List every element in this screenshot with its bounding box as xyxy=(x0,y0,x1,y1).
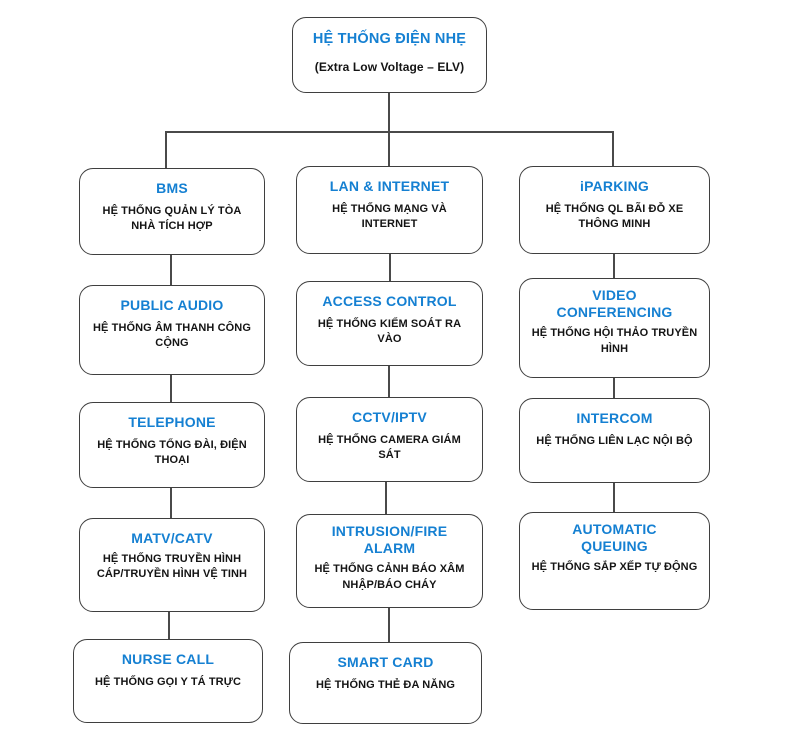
connector-line xyxy=(388,366,390,397)
connector-line xyxy=(613,378,615,398)
node-automatic-queuing-title: AUTOMATIC QUEUING xyxy=(572,521,657,555)
node-public-audio: PUBLIC AUDIO HỆ THỐNG ÂM THANH CÔNG CỘNG xyxy=(79,285,265,375)
node-automatic-queuing-subtitle: HỆ THỐNG SẮP XẾP TỰ ĐỘNG xyxy=(531,561,698,574)
node-video-conferencing-subtitle: HỆ THỐNG HỘI THẢO TRUYỀN HÌNH xyxy=(531,327,698,355)
node-public-audio-title: PUBLIC AUDIO xyxy=(120,297,224,313)
connector-line xyxy=(165,131,167,168)
node-cctv-iptv: CCTV/IPTV HỆ THỐNG CAMERA GIÁM SÁT xyxy=(296,397,483,482)
node-iparking-subtitle: HỆ THỐNG QL BÃI ĐỖ XE THÔNG MINH xyxy=(545,203,684,231)
node-intrusion-fire-alarm-subtitle: HỆ THỐNG CẢNH BÁO XÂM NHẬP/BÁO CHÁY xyxy=(314,563,465,591)
node-nurse-call-title: NURSE CALL xyxy=(121,651,215,667)
connector-line xyxy=(388,608,390,642)
node-telephone-subtitle: HỆ THỐNG TỔNG ĐÀI, ĐIỆN THOẠI xyxy=(97,439,247,467)
node-intrusion-fire-alarm-title: INTRUSION/FIRE ALARM xyxy=(331,523,448,557)
connector-line xyxy=(170,255,172,285)
connector-line xyxy=(170,488,172,518)
node-matv-catv: MATV/CATV HỆ THỐNG TRUYỀN HÌNH CÁP/TRUYỀ… xyxy=(79,518,265,612)
node-smart-card: SMART CARD HỆ THỐNG THẺ ĐA NĂNG xyxy=(289,642,482,724)
node-iparking: iPARKING HỆ THỐNG QL BÃI ĐỖ XE THÔNG MIN… xyxy=(519,166,710,254)
node-intercom-subtitle: HỆ THỐNG LIÊN LẠC NỘI BỘ xyxy=(536,435,693,448)
node-bms-title: BMS xyxy=(156,180,188,196)
node-telephone-title: TELEPHONE xyxy=(128,414,216,430)
connector-line xyxy=(613,483,615,512)
node-matv-catv-subtitle: HỆ THỐNG TRUYỀN HÌNH CÁP/TRUYỀN HÌNH VỆ … xyxy=(96,553,248,581)
node-intercom: INTERCOM HỆ THỐNG LIÊN LẠC NỘI BỘ xyxy=(519,398,710,483)
node-telephone: TELEPHONE HỆ THỐNG TỔNG ĐÀI, ĐIỆN THOẠI xyxy=(79,402,265,488)
connector-line xyxy=(388,131,390,166)
node-video-conferencing-title: VIDEO CONFERENCING xyxy=(556,287,673,321)
node-video-conferencing: VIDEO CONFERENCING HỆ THỐNG HỘI THẢO TRU… xyxy=(519,278,710,378)
node-intercom-title: INTERCOM xyxy=(576,410,653,426)
node-root-subtitle: (Extra Low Voltage – ELV) xyxy=(314,59,465,74)
node-smart-card-title: SMART CARD xyxy=(337,654,434,670)
node-public-audio-subtitle: HỆ THỐNG ÂM THANH CÔNG CỘNG xyxy=(92,322,252,350)
connector-line xyxy=(168,612,170,639)
node-root-title: HỆ THỐNG ĐIỆN NHẸ xyxy=(312,31,467,47)
node-matv-catv-title: MATV/CATV xyxy=(131,530,213,546)
node-bms: BMS HỆ THỐNG QUẢN LÝ TÒA NHÀ TÍCH HỢP xyxy=(79,168,265,255)
node-lan-internet-subtitle: HỆ THỐNG MẠNG VÀ INTERNET xyxy=(332,203,447,231)
node-cctv-iptv-title: CCTV/IPTV xyxy=(352,409,427,425)
node-nurse-call: NURSE CALL HỆ THỐNG GỌI Y TÁ TRỰC xyxy=(73,639,263,723)
node-access-control-title: ACCESS CONTROL xyxy=(322,293,457,309)
node-access-control: ACCESS CONTROL HỆ THỐNG KIỂM SOÁT RA VÀO xyxy=(296,281,483,366)
node-automatic-queuing: AUTOMATIC QUEUING HỆ THỐNG SẮP XẾP TỰ ĐỘ… xyxy=(519,512,710,610)
node-intrusion-fire-alarm: INTRUSION/FIRE ALARM HỆ THỐNG CẢNH BÁO X… xyxy=(296,514,483,608)
node-nurse-call-subtitle: HỆ THỐNG GỌI Y TÁ TRỰC xyxy=(95,676,241,689)
node-iparking-title: iPARKING xyxy=(579,178,649,194)
node-bms-subtitle: HỆ THỐNG QUẢN LÝ TÒA NHÀ TÍCH HỢP xyxy=(102,205,242,233)
connector-line xyxy=(612,131,614,166)
connector-line xyxy=(385,482,387,514)
node-smart-card-subtitle: HỆ THỐNG THẺ ĐA NĂNG xyxy=(315,679,456,692)
node-root: HỆ THỐNG ĐIỆN NHẸ (Extra Low Voltage – E… xyxy=(292,17,487,93)
node-lan-internet: LAN & INTERNET HỆ THỐNG MẠNG VÀ INTERNET xyxy=(296,166,483,254)
connector-line xyxy=(389,254,391,281)
node-lan-internet-title: LAN & INTERNET xyxy=(329,178,450,194)
connector-line xyxy=(613,254,615,278)
node-cctv-iptv-subtitle: HỆ THỐNG CAMERA GIÁM SÁT xyxy=(318,434,461,462)
connector-line xyxy=(388,93,390,132)
node-access-control-subtitle: HỆ THỐNG KIỂM SOÁT RA VÀO xyxy=(317,318,462,346)
connector-line xyxy=(170,375,172,402)
